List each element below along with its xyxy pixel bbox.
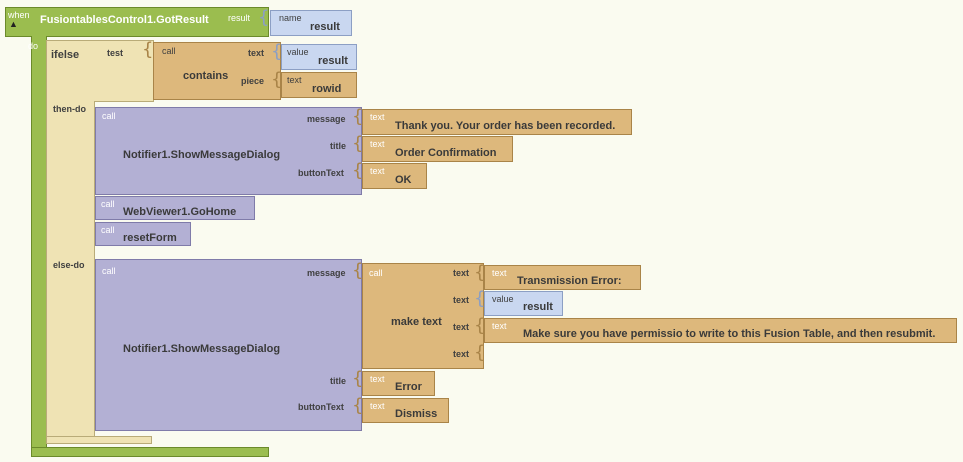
gohome-call-label: call	[101, 199, 115, 209]
then-button-arg[interactable]: text OK	[362, 163, 427, 189]
else-button-socket: buttonText	[298, 402, 344, 412]
event-name: FusiontablesControl1.GotResult	[40, 14, 209, 26]
then-button-socket: buttonText	[298, 168, 344, 178]
contains-call-label: call	[162, 46, 176, 56]
make-text-arg-3-sub: text	[492, 321, 507, 331]
then-title-arg-value: Order Confirmation	[395, 147, 497, 159]
param-name-block[interactable]: name result	[270, 10, 352, 36]
resetform-call-label: call	[101, 225, 115, 235]
do-label: do	[28, 41, 39, 51]
else-do-label: else-do	[53, 260, 85, 270]
ifelse-block[interactable]	[46, 40, 154, 102]
contains-piece-arg[interactable]: text rowid	[281, 72, 357, 98]
make-text-socket-2: text	[453, 295, 470, 305]
then-title-plug-icon: {	[352, 133, 364, 154]
then-title-arg[interactable]: text Order Confirmation	[362, 136, 513, 162]
contains-block[interactable]: call contains text piece	[153, 42, 281, 100]
contains-text-socket: text	[248, 48, 265, 58]
ifelse-label: ifelse	[51, 49, 80, 61]
when-label: when	[8, 10, 30, 20]
event-block-gotresult[interactable]	[5, 7, 269, 37]
contains-text-arg[interactable]: value result	[281, 44, 357, 70]
else-button-plug-icon: {	[352, 395, 364, 416]
else-message-socket: message	[307, 268, 346, 278]
contains-piece-socket: piece	[241, 76, 265, 86]
make-text-arg-1-value: Transmission Error:	[517, 275, 622, 287]
then-title-socket: title	[330, 141, 347, 151]
make-text-block[interactable]: call make text text text text text	[362, 263, 484, 369]
event-param-label: result	[228, 13, 251, 23]
event-block-body-bar	[31, 36, 47, 448]
event-block-footer	[31, 447, 269, 457]
else-button-arg-value: Dismiss	[395, 408, 438, 420]
param-plug-icon: {	[258, 7, 270, 28]
make-text-arg-2-sub: value	[492, 294, 514, 304]
test-plug-icon: {	[142, 39, 154, 60]
then-do-label: then-do	[53, 104, 86, 114]
else-notifier-name: Notifier1.ShowMessageDialog	[123, 343, 281, 355]
make-text-arg-3[interactable]: text Make sure you have permissio to wri…	[484, 318, 957, 343]
text-arg-plug-icon: {	[271, 41, 283, 62]
make-text-call-label: call	[369, 268, 383, 278]
then-title-arg-sub: text	[370, 139, 385, 149]
else-notifier-block[interactable]: call Notifier1.ShowMessageDialog message…	[95, 259, 362, 431]
then-message-plug-icon: {	[352, 106, 364, 127]
gohome-name: WebViewer1.GoHome	[123, 206, 237, 218]
make-text-plug-1-icon: {	[474, 262, 486, 283]
make-text-socket-3: text	[453, 322, 470, 332]
make-text-arg-1[interactable]: text Transmission Error:	[484, 265, 641, 290]
make-text-socket-4: text	[453, 349, 470, 359]
then-notifier-name: Notifier1.ShowMessageDialog	[123, 149, 281, 161]
then-button-plug-icon: {	[352, 160, 364, 181]
test-label: test	[107, 48, 124, 58]
else-button-arg-sub: text	[370, 401, 385, 411]
param-name-value: result	[310, 21, 340, 33]
ifelse-footer	[46, 436, 152, 444]
piece-arg-plug-icon: {	[271, 69, 283, 90]
param-name-sub: name	[279, 13, 302, 23]
make-text-arg-1-sub: text	[492, 268, 507, 278]
then-button-arg-sub: text	[370, 166, 385, 176]
resetform-block[interactable]: call resetForm	[95, 222, 191, 246]
gohome-block[interactable]: call WebViewer1.GoHome	[95, 196, 255, 220]
then-notifier-block[interactable]: call Notifier1.ShowMessageDialog message…	[95, 107, 362, 195]
else-title-plug-icon: {	[352, 368, 364, 389]
make-text-socket-1: text	[453, 268, 470, 278]
then-notifier-call-label: call	[102, 111, 116, 121]
then-button-arg-value: OK	[395, 174, 412, 186]
contains-name: contains	[183, 70, 229, 82]
contains-text-arg-value: result	[318, 55, 348, 67]
else-title-arg[interactable]: text Error	[362, 371, 435, 396]
make-text-plug-4-icon: {	[474, 342, 486, 363]
else-title-arg-sub: text	[370, 374, 385, 384]
else-title-arg-value: Error	[395, 381, 422, 393]
resetform-name: resetForm	[123, 232, 177, 244]
make-text-plug-3-icon: {	[474, 315, 486, 336]
make-text-plug-2-icon: {	[474, 288, 486, 309]
else-button-arg[interactable]: text Dismiss	[362, 398, 449, 423]
else-title-socket: title	[330, 376, 347, 386]
ifelse-spine	[46, 101, 95, 437]
then-message-socket: message	[307, 114, 346, 124]
contains-piece-arg-value: rowid	[312, 83, 342, 95]
then-message-arg-sub: text	[370, 112, 385, 122]
make-text-name: make text	[391, 316, 442, 328]
else-notifier-call-label: call	[102, 266, 116, 276]
make-text-arg-3-value: Make sure you have permissio to write to…	[523, 328, 936, 340]
collapse-icon[interactable]: ▲	[9, 19, 18, 29]
contains-piece-arg-sub: text	[287, 75, 302, 85]
make-text-arg-2-value: result	[523, 301, 553, 313]
then-message-arg-value: Thank you. Your order has been recorded.	[395, 120, 616, 132]
contains-text-arg-sub: value	[287, 47, 309, 57]
else-message-plug-icon: {	[352, 260, 364, 281]
then-message-arg[interactable]: text Thank you. Your order has been reco…	[362, 109, 632, 135]
make-text-arg-2[interactable]: value result	[484, 291, 563, 316]
